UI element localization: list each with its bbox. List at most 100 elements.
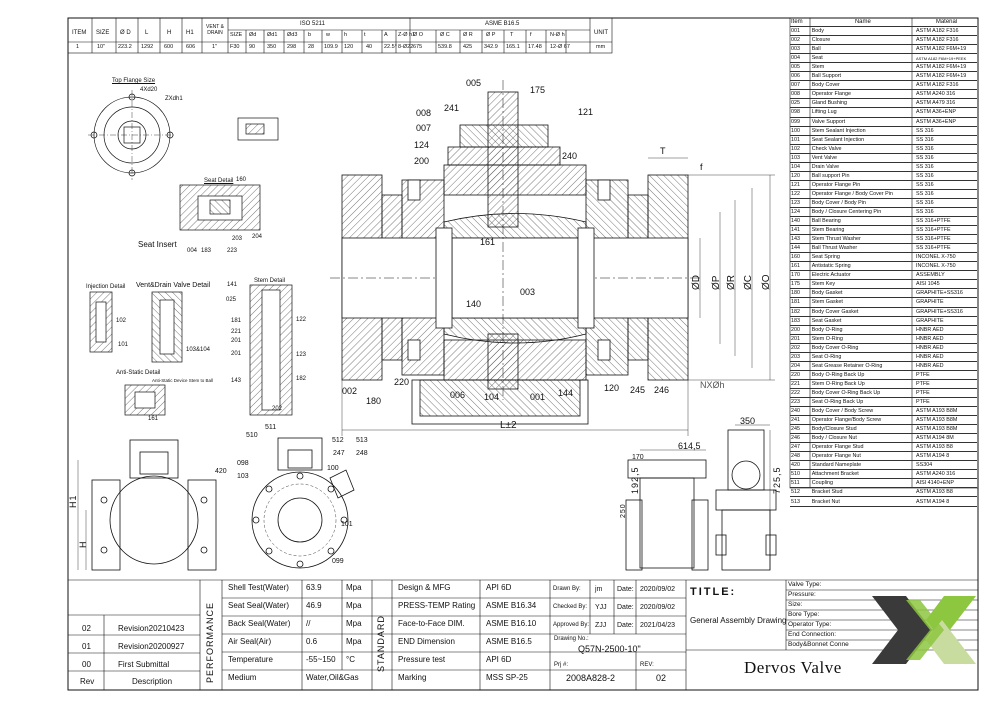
bom-item-material: PTFE (916, 398, 930, 405)
bom-item-material: ASTM A182 F6M+19 (916, 73, 967, 80)
asme-col-header: Ø P (486, 32, 496, 38)
bom-item-name: Operator Flange Stud (811, 444, 864, 451)
bom-item-name: Lifting Lug (811, 109, 837, 116)
revision-number: 02 (82, 624, 91, 633)
bom-item-name: Bracket Stud (811, 489, 843, 496)
bom-item-name: Body (811, 28, 824, 35)
spec-header-h: H (167, 30, 172, 36)
valve-info-label: End Connection: (788, 631, 837, 638)
spec-cell: 425 (463, 44, 473, 50)
valve-info-label: Body&Bonnet Conne (788, 641, 849, 648)
spec-cell: 223.2 (118, 44, 132, 50)
plug-detail (237, 117, 279, 141)
approval-name: ZJJ (595, 622, 607, 629)
spec-cell: 165.1 (506, 44, 520, 50)
bom-item-material: SS 316 (916, 127, 934, 134)
bom-item-no: 161 (791, 263, 800, 270)
bom-item-material: ASTM A182 F6M+19 (916, 46, 967, 53)
injection-detail (89, 291, 113, 353)
label-seat-insert: Seat Insert (138, 240, 177, 249)
performance-value: 46.9 (306, 601, 322, 610)
dim-170: 170 (632, 454, 644, 461)
part-callout: 123 (296, 352, 307, 358)
company-logo (872, 596, 976, 664)
bom-item-no: 122 (791, 190, 800, 197)
spec-cell: F30 (230, 44, 240, 50)
part-callout: 220 (394, 377, 410, 387)
standard-value: ASME B16.5 (486, 637, 532, 646)
valve-info-label: Valve Type: (788, 581, 822, 588)
bom-item-name: Body Cover / Body Pin (811, 199, 866, 206)
bom-item-no: 204 (791, 362, 800, 369)
part-callout: 513 (356, 437, 368, 444)
performance-value: Water,Oil&Gas (306, 673, 359, 682)
part-callout: 121 (578, 107, 594, 117)
part-callout: 003 (520, 287, 536, 297)
dim-250: 250 (620, 503, 627, 518)
part-callout: 247 (333, 450, 345, 457)
bom-item-material: ASTM A193 B8M (916, 417, 958, 424)
bom-item-no: 248 (791, 453, 800, 460)
drawing-title: General Assembly Drawing (690, 616, 787, 625)
part-callout: 420 (215, 468, 227, 475)
performance-name: Back Seal(Water) (228, 619, 291, 628)
spec-header-h1: H1 (186, 30, 194, 36)
approval-role: Drawn By: (553, 586, 581, 592)
bom-item-material: AISI 1045 (916, 281, 940, 288)
bom-item-name: Vent Valve (811, 154, 838, 161)
project-no-label: Prj #: (554, 662, 569, 668)
iso-col-header: Z-Ø h1 (398, 32, 416, 38)
bom-item-name: Body Cover O-Ring (811, 344, 859, 351)
dim-h1: H1 (68, 494, 78, 508)
bom-item-no: 104 (791, 163, 800, 170)
label-seat-detail: Seat Detail (204, 178, 234, 184)
standard-value: ASME B16.10 (486, 619, 537, 628)
performance-unit: Mpa (346, 583, 362, 592)
bom-item-no: 102 (791, 145, 800, 152)
part-callout: 103&104 (186, 347, 211, 353)
standard-name: Face-to-Face DIM. (398, 619, 465, 628)
bom-item-no: 144 (791, 245, 800, 252)
label-top-flange-zh: ZXdh1 (165, 96, 183, 102)
dim-l: L±2 (500, 420, 517, 431)
part-callout: 120 (604, 383, 620, 393)
part-callout: 104 (484, 392, 500, 402)
iso-col-header: Ød3 (287, 32, 298, 38)
bom-item-material: GRAPHITE (916, 299, 944, 306)
dim-f: f (700, 162, 703, 172)
bom-item-no: 098 (791, 109, 800, 116)
actuator-side-view (715, 424, 777, 571)
standard-name: Design & MFG (398, 583, 451, 592)
part-callout: 512 (332, 437, 344, 444)
bom-item-material: ASTM A240 316 (916, 471, 956, 478)
spec-cell: 1292 (141, 44, 154, 50)
bom-item-no: 170 (791, 272, 800, 279)
bom-item-name: Ball support Pin (811, 172, 850, 179)
performance-name: Temperature (228, 655, 273, 664)
spec-cell: 600 (164, 44, 174, 50)
revision-description: First Submittal (118, 660, 170, 669)
bom-item-name: Drain Valve (811, 163, 840, 170)
bom-item-name: Stem (811, 64, 825, 71)
bom-item-material: SS 316+PTFE (916, 218, 951, 225)
part-callout: 098 (237, 460, 249, 467)
part-callout: 241 (444, 103, 460, 113)
bom-item-material: ASTM A182 F316 (916, 82, 959, 89)
dim-614: 614,5 (678, 441, 701, 451)
asme-col-header: Ø C (440, 32, 450, 38)
performance-unit: Mpa (346, 601, 362, 610)
part-callout: 144 (558, 388, 574, 398)
standard-value: API 6D (486, 655, 512, 664)
bom-item-material: SS 316 (916, 190, 934, 197)
spec-cell: 120 (344, 44, 354, 50)
bom-item-no: 099 (791, 118, 800, 125)
part-callout: 103 (237, 473, 249, 480)
